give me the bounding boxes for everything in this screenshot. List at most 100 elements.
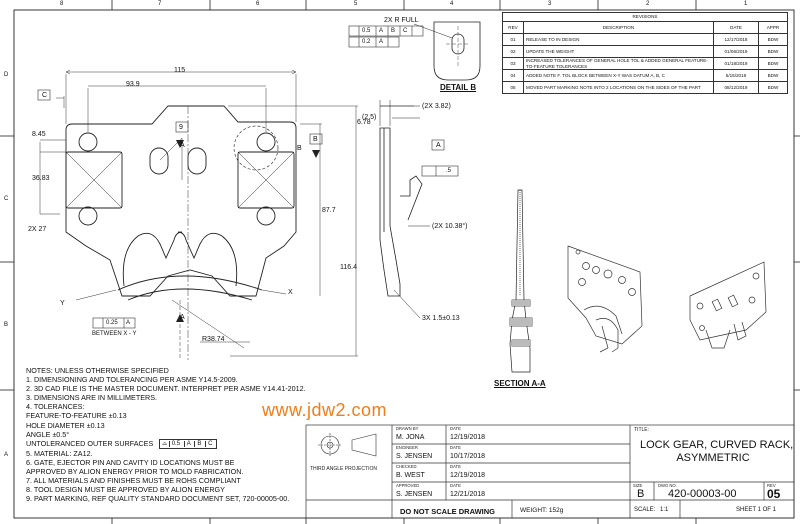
rev-header-description: DESCRIPTION (523, 21, 714, 34)
dim-8-45: 8.45 (32, 131, 46, 138)
drawn-by-label: DRAWN BY (396, 426, 419, 431)
approved-date-label: DATE (450, 483, 461, 488)
note-line: 6. GATE, EJECTOR PIN AND CAVITY ID LOCAT… (26, 457, 235, 467)
dim-2x-27: 2X 27 (28, 226, 47, 233)
scale-value: 1:1 (660, 507, 669, 513)
rev-value: 05 (767, 487, 781, 501)
radius-38-74: R38.74 (202, 336, 225, 343)
rev-cell: BDW (758, 45, 788, 58)
fcf1-b: B (391, 28, 396, 34)
drawn-by-value: M. JONA (396, 434, 425, 441)
rev-header-date: DATE (713, 21, 759, 34)
detail-b-callout: B (297, 145, 302, 152)
title-line-1: LOCK GEAR, CURVED RACK, (640, 439, 794, 451)
note-line: 7. ALL MATERIALS AND FINISHES MUST BE RO… (26, 476, 241, 486)
approved-value: S. JENSEN (396, 491, 433, 498)
rev-cell: 01 (502, 33, 524, 46)
dim-2x-10-38: (2X 10.38°) (432, 223, 468, 230)
note-line: NOTES: UNLESS OTHERWISE SPECIFIED (26, 366, 169, 375)
do-not-scale: DO NOT SCALE DRAWING (400, 507, 495, 516)
rev-cell: 04 (502, 69, 524, 82)
surface-profile-fcf: ⌓ 0.5 A B C (159, 438, 218, 449)
dwg-no-value: 420-00003-00 (668, 488, 737, 500)
fcf2-a: A (379, 39, 384, 45)
zone-left-c: C (4, 196, 9, 202)
zone-left-b: B (4, 322, 9, 328)
title-line-2: ASYMMETRIC (676, 452, 750, 464)
isometric-view-1 (567, 245, 643, 353)
profile-tol: 0.25 (106, 320, 118, 326)
datum-b: B (313, 136, 318, 143)
surface-tol: 0.5 (168, 440, 183, 447)
note-untoleranced: UNTOLERANCED OUTER SURFACES (26, 438, 154, 448)
third-angle-label: THIRD ANGLE PROJECTION (310, 466, 377, 472)
zone-top-2: 2 (646, 1, 650, 7)
rev-cell: 03 (502, 57, 524, 70)
rev-cell: BDW (758, 69, 788, 82)
detail-b-view (413, 21, 481, 81)
axis-x: X (288, 289, 293, 296)
rev-cell: BDW (758, 33, 788, 46)
rev-cell: 08/12/2019 (713, 81, 759, 94)
checked-date-label: DATE (450, 464, 461, 469)
note-line: 8. TOOL DESIGN MUST BE APPROVED BY ALION… (26, 485, 225, 495)
section-a-top: A (180, 142, 185, 149)
section-a-bottom: A (180, 314, 185, 321)
dim-2-5: (2.5) (362, 114, 377, 121)
approved-label: APPROVED (396, 483, 420, 488)
note-line: 3. DIMENSIONS ARE IN MILLIMETERS. (26, 393, 157, 403)
section-a-a-label: SECTION A-A (494, 379, 546, 388)
rev-cell: 05 (502, 81, 524, 94)
zone-top-3: 3 (548, 1, 552, 7)
rev-cell: 02 (502, 45, 524, 58)
rev-cell: 01/18/2019 (713, 57, 759, 70)
title-block (305, 424, 795, 519)
fcf2-tol: 0.2 (362, 39, 371, 45)
note-line: UNTOLERANCED OUTER SURFACES ⌓ 0.5 A B C (26, 439, 306, 449)
note-line: APPROVED BY ALION ENERGY PRIOR TO MOLD F… (26, 467, 244, 477)
rev-header-appr: APPR (758, 21, 788, 34)
surface-datum-c: C (205, 440, 215, 447)
checked-value: B. WEST (396, 472, 425, 479)
zone-top-4: 4 (450, 1, 454, 7)
note-line: 2. 3D CAD FILE IS THE MASTER DOCUMENT. I… (26, 384, 306, 394)
rev-cell: BDW (758, 57, 788, 70)
third-angle-symbol (318, 433, 377, 457)
note-line: 9. PART MARKING, REF QUALITY STANDARD DO… (26, 494, 290, 504)
note-line: 1. DIMENSIONING AND TOLERANCING PER ASME… (26, 375, 238, 385)
scale-label: SCALE: (634, 507, 656, 513)
rev-cell: RELEASE TO IN DESIGN (523, 33, 714, 46)
zone-left-d: D (4, 72, 9, 78)
dim-116-4: 116.4 (340, 264, 357, 271)
checked-date-value: 12/19/2018 (450, 472, 486, 479)
note-line: ANGLE ±0.5° (26, 429, 70, 439)
profile-datum-a: A (126, 320, 131, 326)
side-view (379, 100, 430, 319)
isometric-view-2 (689, 261, 767, 349)
surface-datum-b: B (194, 440, 204, 447)
fcf1-tol: 0.5 (362, 28, 371, 34)
note-line: HOLE DIAMETER ±0.13 (26, 420, 105, 430)
dwg-no-label: DWG NO. (658, 483, 677, 488)
fcf1-a: A (379, 28, 384, 34)
drawn-date-value: 12/19/2018 (450, 434, 486, 441)
detail-b-label: DETAIL B (440, 83, 477, 92)
engineer-date-label: DATE (450, 445, 461, 450)
profile-icon: ⌓ (162, 440, 168, 447)
dim-3x-1-5: 3X 1.5±0.13 (422, 315, 460, 322)
size-label: SIZE (633, 483, 643, 488)
flatness-tol: .5 (446, 168, 452, 174)
rev-label: REV (767, 483, 776, 488)
fcf1-c: C (403, 28, 408, 34)
drawn-date-label: DATE (450, 426, 461, 431)
zone-top-7: 7 (158, 1, 162, 7)
dim-6-78: 6.78 (357, 119, 371, 126)
zone-top-8: 8 (60, 1, 64, 7)
zone-top-5: 5 (354, 1, 358, 7)
balloon-9: 9 (179, 124, 183, 131)
